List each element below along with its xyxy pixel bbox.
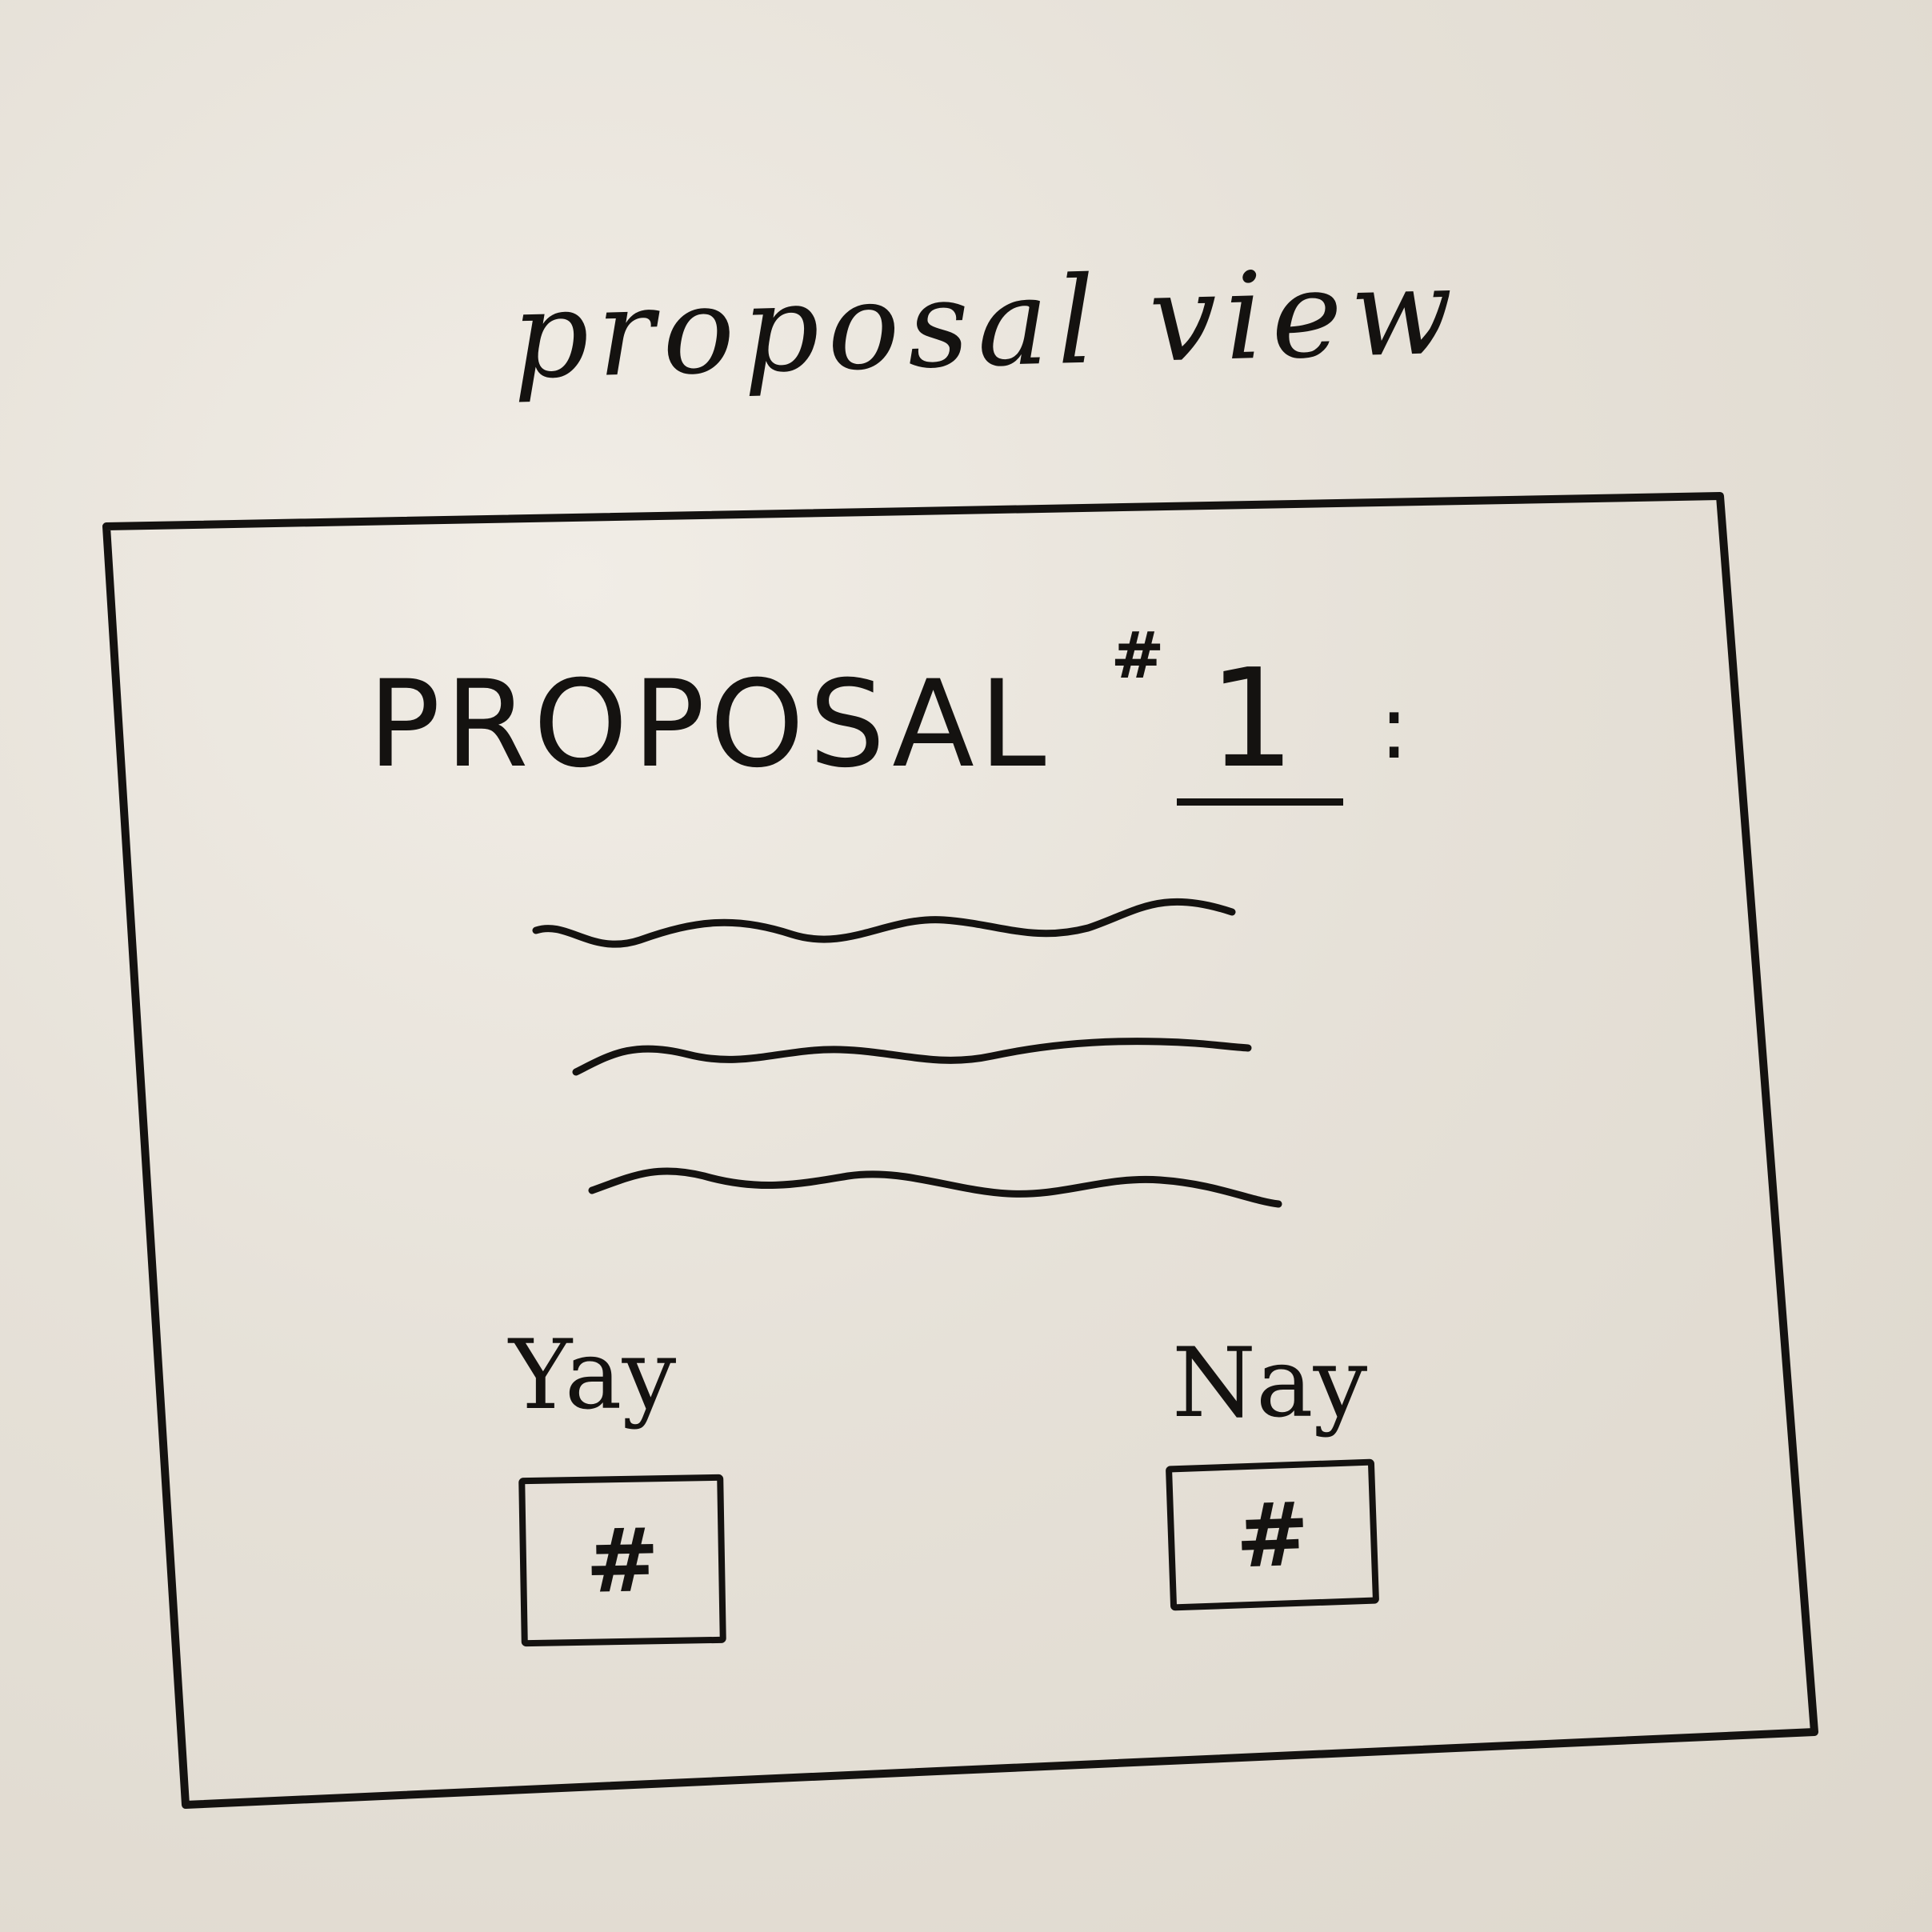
description-line-2 [572, 1038, 1252, 1076]
heading-colon: : [1378, 676, 1409, 778]
yay-label: Yay [509, 1320, 677, 1431]
nay-count: # [1234, 1482, 1311, 1588]
proposal-number: 1 [1176, 640, 1343, 806]
nay-vote-button[interactable]: # [1165, 1458, 1380, 1611]
hash-sign: # [1110, 618, 1165, 693]
proposal-label: PROPOSAL [368, 655, 1051, 794]
yay-vote-button[interactable]: # [518, 1474, 726, 1647]
description-line-1 [532, 898, 1236, 948]
board-title: proposal view [510, 242, 1463, 406]
description-line-3 [588, 1167, 1282, 1208]
proposal-heading: PROPOSAL # 1 : [368, 618, 1409, 806]
yay-count: # [584, 1508, 661, 1613]
nay-label: Nay [1172, 1328, 1368, 1439]
